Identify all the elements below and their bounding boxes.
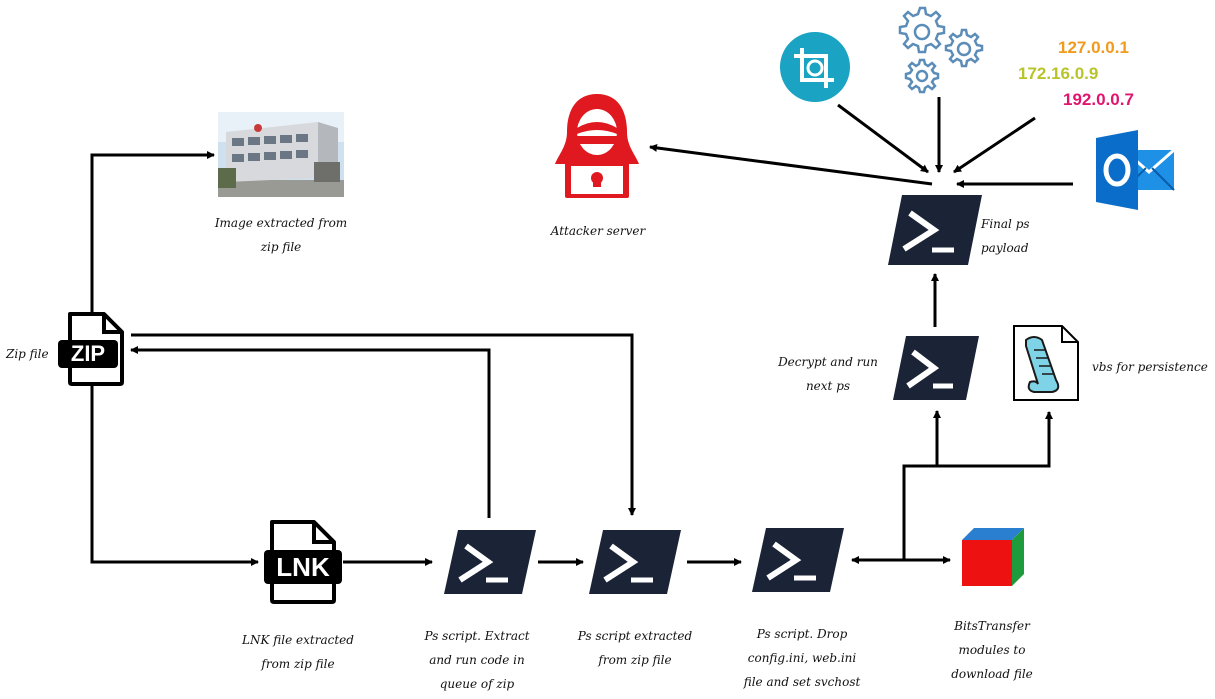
ip-address-1: 127.0.0.1 [1058,38,1129,57]
caption-attacker: Attacker server [550,224,646,238]
arrow-zip-to-lnk [90,385,259,566]
attacker-hacker-icon [553,92,641,200]
bits-cube-icon [958,526,1028,588]
extracted-image [218,112,344,197]
lnk-file-icon: LNK [262,520,344,604]
caption-ps1: Ps script. Extract and run code in queue… [424,629,530,691]
decrypt-powershell-icon [893,336,979,400]
gears-icon [890,4,986,96]
building-photo-icon [218,112,344,197]
zip-file-icon: ZIP [56,312,128,386]
caption-bits: BitsTransfer modules to download file [951,619,1033,681]
ps2-powershell-icon [589,530,681,594]
lnk-icon-label: LNK [276,552,330,582]
caption-ps2: Ps script extracted from zip file [577,629,693,667]
arrow-zip-to-image [90,151,215,312]
zip-icon-label: ZIP [70,341,106,366]
ps1-powershell-icon [444,530,536,594]
vbs-script-icon [1012,324,1080,402]
caption-zip: Zip file [6,347,49,361]
caption-decrypt: Decrypt and run next ps [778,355,878,393]
arrow-zip-to-ps2 [131,333,636,516]
caption-image: Image extracted from zip file [214,216,348,254]
arrow-final-to-attacker [649,143,933,186]
final-payload-powershell-icon [888,195,982,265]
screenshot-icon [780,32,850,102]
outlook-icon [1094,130,1176,210]
ip-address-2: 172.16.0.9 [1018,64,1099,83]
caption-lnk: LNK file extracted from zip file [242,633,354,671]
caption-ps3: Ps script. Drop config.ini, web.ini file… [743,627,861,689]
arrow-ips-to-final [953,116,1036,174]
branch-line [902,411,1053,560]
caption-final: Final ps payload [981,217,1030,255]
arrow-ps1-to-zip [130,346,491,518]
arrow-screenshot-to-final [837,103,929,174]
ps3-powershell-icon [752,528,844,592]
ip-address-3: 192.0.0.7 [1063,90,1134,109]
caption-vbs: vbs for persistence [1092,360,1208,374]
